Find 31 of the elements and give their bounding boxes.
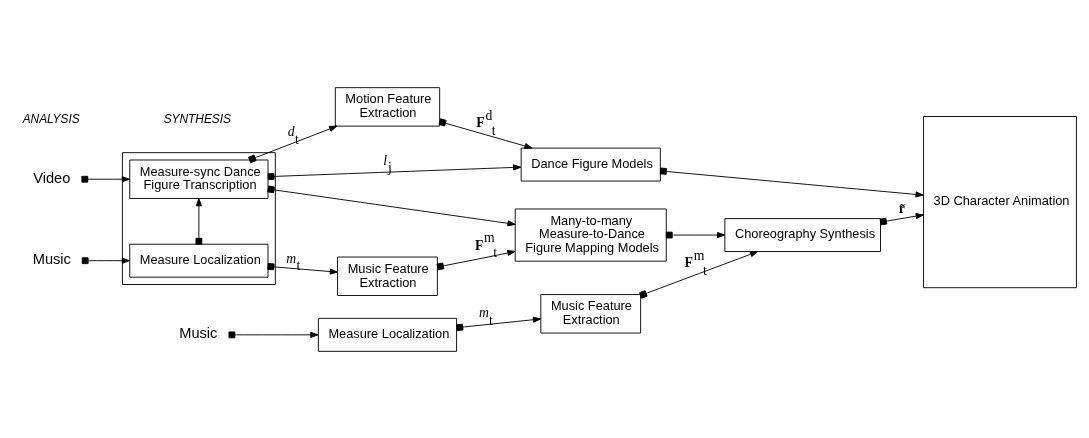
arrow (639, 250, 759, 299)
node-box: Measure-sync Dance Figure Transcription (129, 159, 269, 199)
arrow (195, 197, 203, 245)
label: SYNTHESIS (163, 111, 232, 126)
edge-label: r̃ (898, 200, 905, 216)
arrow (456, 316, 542, 331)
node-text: Music (32, 250, 71, 267)
arrow (659, 167, 924, 197)
node-text: Video (33, 169, 71, 186)
arrow (879, 212, 924, 225)
node-text: Music (179, 324, 218, 341)
arrow (267, 163, 522, 180)
arrow (665, 231, 726, 238)
node-box: Measure Localization (129, 243, 269, 278)
node-box: Choreography Synthesis (724, 217, 881, 252)
arrow (267, 262, 338, 275)
node-box: Many-to-many Measure-to-Dance Figure Mapping Models (514, 208, 667, 262)
node-box: Music Feature Extraction (337, 256, 438, 296)
arrow (81, 175, 131, 183)
node-box: Measure Localization (317, 317, 458, 352)
node-box: Dance Figure Models (520, 147, 661, 181)
arrow (248, 125, 338, 163)
node-box: Motion Feature Extraction (334, 86, 441, 127)
arrow (228, 330, 319, 338)
arrow (438, 117, 533, 149)
arrow (436, 249, 516, 270)
arrow (81, 256, 131, 264)
node-box: Music Feature Extraction (540, 293, 642, 333)
arrow (267, 185, 516, 226)
node-box: 3D Character Animation (923, 115, 1077, 288)
label: ANALYSIS (22, 111, 80, 126)
